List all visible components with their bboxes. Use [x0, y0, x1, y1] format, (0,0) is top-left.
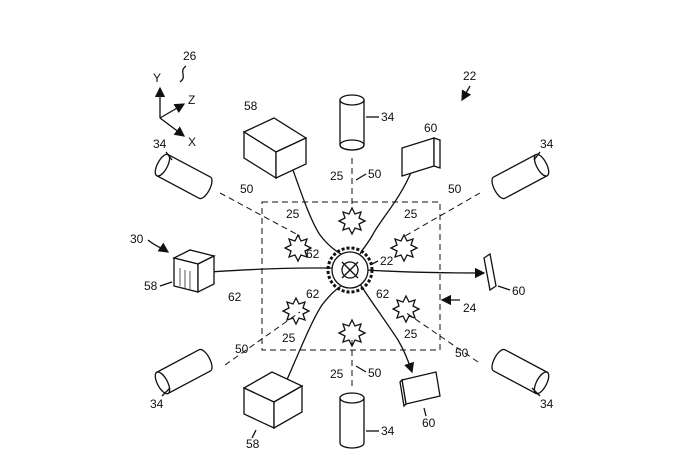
beam-ref-label: 50 [368, 366, 382, 380]
target-right [483, 252, 497, 292]
camera-ref-label: 34 [540, 137, 554, 151]
path-ref-label: 62 [228, 290, 242, 304]
camera-ref-leader [165, 151, 173, 161]
spot-markers [281, 206, 421, 348]
beam-ref-label: 50 [455, 346, 469, 360]
camera-ref-leader [161, 387, 171, 397]
light-path [209, 267, 340, 273]
path-ref-label: 62 [306, 287, 320, 301]
gear-component [326, 246, 374, 294]
camera-upper-right [491, 153, 550, 200]
beam-line [219, 192, 301, 237]
target-top [401, 137, 441, 177]
camera-ref-label: 34 [540, 397, 554, 411]
gear-spoke [341, 261, 359, 279]
light-path [359, 283, 415, 374]
y-axis-label: Y [153, 71, 161, 85]
camera-ref-label: 34 [150, 397, 164, 411]
z-axis-arrow [159, 103, 186, 119]
beam-ref-leader [355, 365, 367, 373]
spot-ref-label: 25 [330, 169, 344, 183]
light-path [365, 267, 486, 279]
light-path [285, 149, 345, 257]
beam-ref-label: 50 [368, 167, 382, 181]
target-ref-label: 60 [512, 284, 526, 298]
beam-line [404, 192, 481, 237]
beam-ref-label: 50 [448, 182, 462, 196]
target-bottom [399, 371, 441, 408]
spot-ref-label: 25 [330, 367, 344, 381]
starburst-spot [283, 233, 313, 263]
spot-ref-label: 25 [282, 331, 296, 345]
axes-ref-leader [179, 65, 187, 83]
axes-ref-label: 26 [183, 49, 197, 63]
chamber-box [261, 201, 441, 351]
beam-ref-label: 50 [235, 342, 249, 356]
system-ref-label: 22 [463, 69, 477, 83]
x-axis-label: X [188, 135, 196, 149]
projector-ref-label: 58 [244, 99, 258, 113]
projector-left [172, 249, 216, 294]
camera-ref-label: 34 [381, 110, 395, 124]
projector-ref-leader [251, 429, 257, 439]
light-path [359, 169, 413, 255]
projector-ref-label: 58 [246, 437, 260, 451]
camera-lower-left [154, 348, 213, 395]
spot-ref-label: 25 [404, 327, 418, 341]
path-ref-label: 62 [376, 287, 390, 301]
target-ref-label: 60 [424, 121, 438, 135]
assembly-ref-leader [147, 239, 170, 253]
gear-teeth-ring [326, 246, 374, 294]
target-ref-label: 60 [422, 416, 436, 430]
projector-ref-label: 58 [144, 279, 158, 293]
projector-ref-leader [159, 281, 173, 287]
projector-bottom [242, 371, 304, 430]
beam-lines [219, 158, 481, 390]
assembly-ref-label: 30 [130, 232, 144, 246]
beam-ref-label: 50 [240, 182, 254, 196]
starburst-spot [337, 206, 367, 236]
target-ref-leader [497, 285, 511, 291]
camera-top [339, 94, 365, 151]
gear-ref-leader [371, 260, 379, 265]
path-ref-label: 62 [306, 247, 320, 261]
beam-line [404, 311, 479, 363]
projector-top [242, 117, 308, 180]
spot-ref-label: 25 [404, 207, 418, 221]
system-ref-leader [461, 85, 472, 102]
starburst-spot [337, 318, 367, 348]
chamber-ref-label: 24 [463, 301, 477, 315]
camera-ref-label: 34 [153, 137, 167, 151]
gear-ref-label: 22 [380, 254, 394, 268]
z-axis-label: Z [188, 93, 195, 107]
camera-bottom [339, 392, 365, 449]
spot-ref-label: 25 [286, 207, 300, 221]
camera-upper-left [154, 153, 213, 200]
camera-ref-label: 34 [381, 424, 395, 438]
camera-ref-leader [533, 151, 541, 161]
gear-hub [341, 261, 359, 279]
x-axis-arrow [159, 117, 186, 137]
starburst-spot [389, 233, 419, 263]
starburst-spot [281, 296, 311, 326]
starburst-spot [391, 294, 421, 324]
coordinate-axes: 26 Y Z X [153, 49, 197, 149]
camera-lower-right [491, 348, 550, 395]
beam-ref-leader [355, 173, 367, 181]
camera-ref-leader [531, 387, 541, 397]
target-ref-leader [423, 407, 427, 417]
